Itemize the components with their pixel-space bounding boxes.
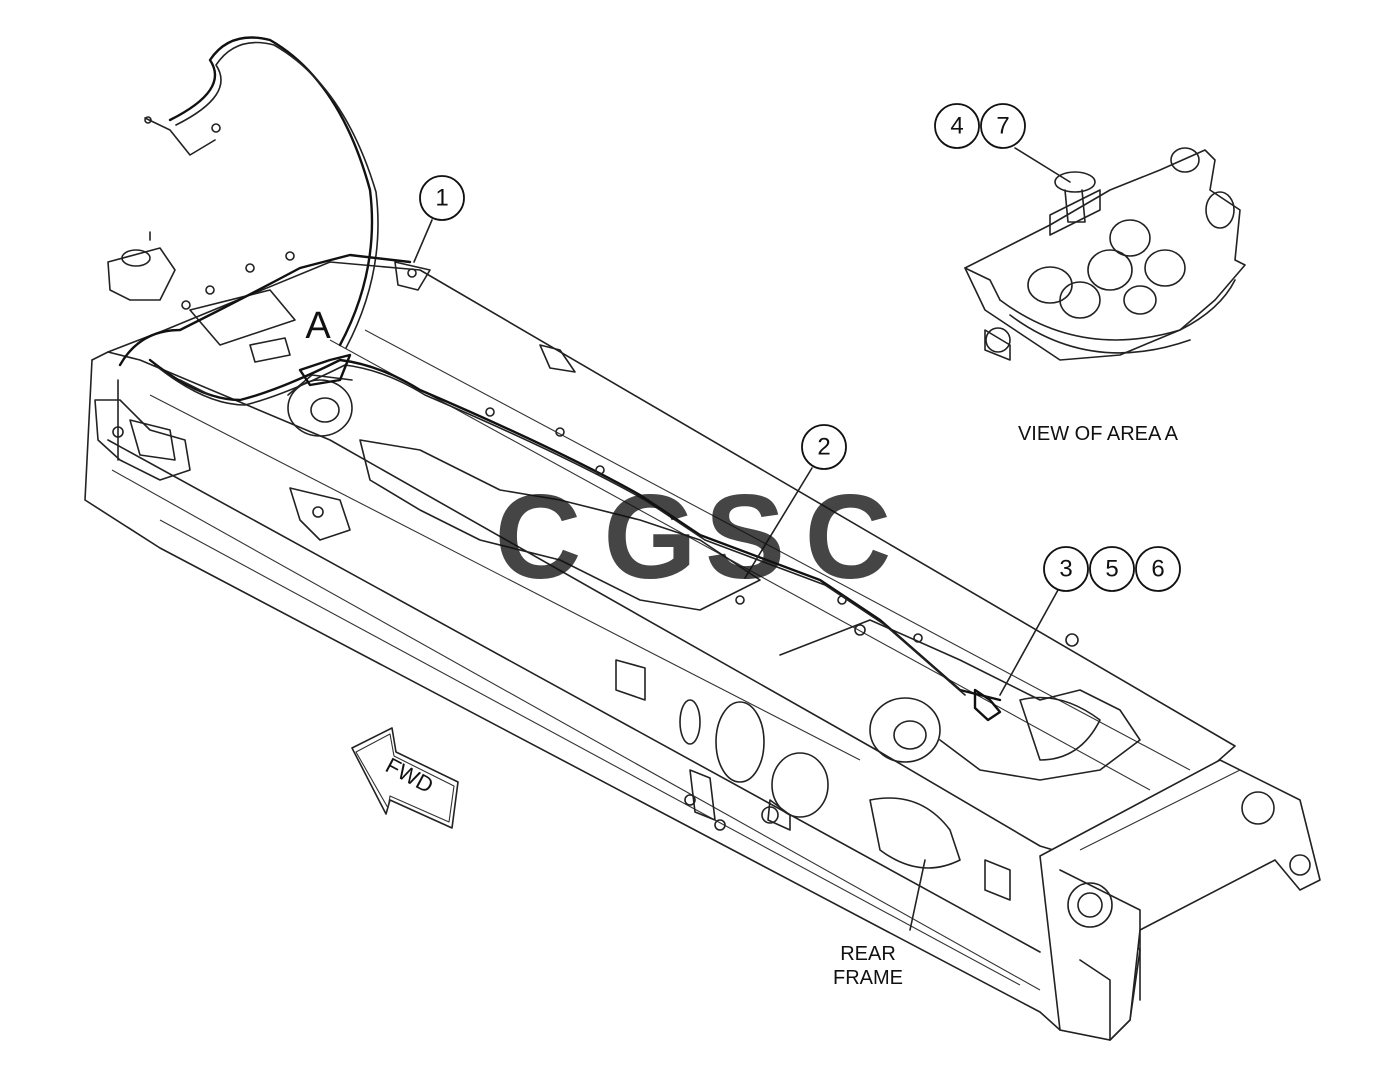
callout-4-number: 4 bbox=[950, 113, 963, 140]
wiring-harness bbox=[112, 36, 1002, 722]
fwd-arrow: FWD bbox=[351, 727, 459, 829]
watermark-letter-4: C bbox=[805, 470, 892, 604]
watermark-letter-3: S bbox=[705, 470, 785, 604]
area-a-marker: A bbox=[305, 305, 331, 347]
callout-7[interactable]: 7 bbox=[980, 103, 1026, 149]
callout-6[interactable]: 6 bbox=[1135, 546, 1181, 592]
callout-5-number: 5 bbox=[1105, 556, 1118, 583]
watermark: C G S C bbox=[495, 470, 892, 604]
rear-frame bbox=[84, 231, 1321, 1041]
callout-6-number: 6 bbox=[1151, 556, 1164, 583]
view-caption: VIEW OF AREA A bbox=[1018, 423, 1179, 445]
callout-3[interactable]: 3 bbox=[1043, 546, 1089, 592]
rear-frame-label-line1: REAR bbox=[840, 943, 896, 965]
callout-5[interactable]: 5 bbox=[1089, 546, 1135, 592]
detail-view-area-a bbox=[964, 147, 1246, 361]
callout-3-number: 3 bbox=[1059, 556, 1072, 583]
watermark-letter-1: C bbox=[495, 470, 582, 604]
callout-2-number: 2 bbox=[817, 434, 830, 461]
callout-1[interactable]: 1 bbox=[419, 175, 465, 221]
callout-1-number: 1 bbox=[435, 185, 448, 212]
callout-2[interactable]: 2 bbox=[801, 424, 847, 470]
watermark-letter-2: G bbox=[603, 470, 696, 604]
callout-7-number: 7 bbox=[996, 113, 1009, 140]
rear-frame-label-line2: FRAME bbox=[833, 967, 903, 989]
callout-4[interactable]: 4 bbox=[934, 103, 980, 149]
leader-lines bbox=[413, 147, 1071, 931]
